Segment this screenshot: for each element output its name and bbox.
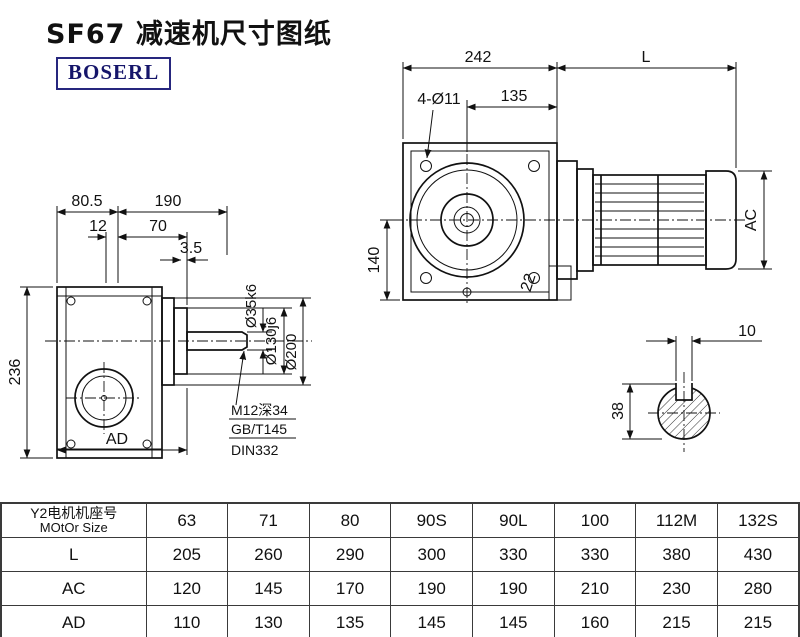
table-cell: 330	[553, 537, 637, 572]
table-cell: 430	[716, 537, 800, 572]
table-cell: 280	[716, 571, 800, 606]
header-line2: MOtOr Size	[39, 520, 108, 536]
table-row-AC: AC 120 145 170 190 190 210 230 280	[0, 571, 800, 606]
table-cell: 160	[553, 605, 637, 637]
technical-drawing: 242 L 135 4-Ø11 140 22 AC	[7, 49, 772, 459]
table-cell: 145	[227, 571, 310, 606]
table-cell: 135	[308, 605, 392, 637]
table-cell: 215	[716, 605, 800, 637]
dim-12-label: 12	[89, 218, 107, 235]
table-row-AD: AD 110 130 135 145 145 160 215 215	[0, 605, 800, 637]
brand-logo: BOSERL	[56, 57, 172, 90]
table-cell: 380	[635, 537, 718, 572]
note-m12-label: M12深34	[231, 402, 288, 418]
side-view: 80.5 190 12 70 3.5 236 AD	[7, 193, 312, 459]
fan-cover	[705, 170, 737, 270]
dim-AD-label: AD	[106, 431, 128, 448]
page-title: SF67 减速机尺寸图纸	[46, 19, 332, 50]
dim-flange-dia-label: Ø200	[283, 334, 300, 371]
table-cell: 145	[472, 605, 555, 637]
dim-242-label: 242	[465, 49, 492, 66]
table-size-cell: 63	[145, 502, 229, 538]
header-line1: Y2电机机座号	[30, 504, 118, 521]
motor-size-table: Y2电机机座号 MOtOr Size 63 71 80 90S 90L 100 …	[0, 502, 800, 637]
table-cell: 290	[308, 537, 392, 572]
note-din-label: DIN332	[231, 442, 279, 458]
table-header-cell: Y2电机机座号 MOtOr Size	[0, 502, 147, 538]
dim-key-width-label: 10	[738, 323, 756, 340]
dim-135-label: 135	[501, 88, 528, 105]
output-shaft	[186, 331, 248, 351]
table-cell: 120	[145, 571, 229, 606]
table-cell: 190	[390, 571, 473, 606]
bolt-hole	[528, 272, 540, 284]
dim-3-5-label: 3.5	[180, 240, 202, 257]
bolt-hole	[528, 160, 540, 172]
table-cell: 170	[308, 571, 392, 606]
dim-L-label: L	[642, 49, 651, 66]
table-size-cell: 71	[227, 502, 310, 538]
table-cell: 230	[635, 571, 718, 606]
dim-shaft-dia-label: Ø35k6	[243, 284, 260, 328]
table-row-L: L 205 260 290 300 330 330 380 430	[0, 537, 800, 572]
table-size-cell: 90S	[390, 502, 473, 538]
table-size-cell: 112M	[635, 502, 718, 538]
front-view: 242 L 135 4-Ø11 140 22 AC	[366, 49, 772, 305]
table-cell: 110	[145, 605, 229, 637]
table-size-cell: 132S	[716, 502, 800, 538]
table-cell: 145	[390, 605, 473, 637]
table-row-label: AD	[0, 605, 147, 637]
dim-70-label: 70	[149, 218, 167, 235]
table-cell: 205	[145, 537, 229, 572]
table-cell: 210	[553, 571, 637, 606]
table-size-cell: 80	[308, 502, 392, 538]
dim-140-label: 140	[366, 247, 383, 274]
table-cell: 330	[472, 537, 555, 572]
dim-22-label: 22	[518, 271, 540, 293]
dim-190-label: 190	[155, 193, 182, 210]
table-size-cell: 90L	[472, 502, 555, 538]
table-cell: 190	[472, 571, 555, 606]
dim-hub-dia-label: Ø130j6	[263, 317, 280, 365]
table-cell: 300	[390, 537, 473, 572]
bolt-hole	[420, 272, 432, 284]
note-gb-label: GB/T145	[231, 421, 287, 437]
table-size-cell: 100	[553, 502, 637, 538]
table-row-label: AC	[0, 571, 147, 606]
dim-AC-label: AC	[743, 209, 760, 231]
table-header-row: Y2电机机座号 MOtOr Size 63 71 80 90S 90L 100 …	[0, 502, 800, 538]
dim-236-label: 236	[7, 359, 24, 386]
table-cell: 215	[635, 605, 718, 637]
dim-key-depth-label: 38	[610, 402, 627, 420]
table-cell: 130	[227, 605, 310, 637]
dim-80-5-label: 80.5	[71, 193, 102, 210]
bolt-hole	[420, 160, 432, 172]
table-row-label: L	[0, 537, 147, 572]
table-cell: 260	[227, 537, 310, 572]
shaft-section-view: 10 38	[610, 323, 762, 452]
dim-bolt-holes-label: 4-Ø11	[417, 91, 460, 108]
output-flange	[161, 297, 175, 386]
